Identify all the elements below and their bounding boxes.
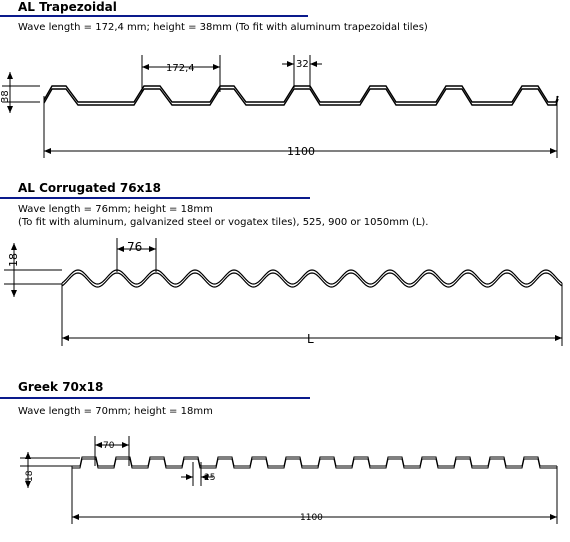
greek-profile-inner: [72, 458, 557, 469]
section-title-trapezoidal: AL Trapezoidal: [18, 0, 117, 14]
corrugated-profile-outer: [61, 269, 563, 285]
section-title-corrugated: AL Corrugated 76x18: [18, 181, 162, 195]
section-description-corrugated: Wave length = 76mm; height = 18mm: [18, 204, 213, 215]
corr-wave-label: 76: [127, 240, 142, 254]
corr-height-label: 18: [7, 253, 20, 267]
greek-profile-outer: [72, 456, 557, 467]
section-rule-trapezoidal: [0, 15, 308, 17]
trap-wave-label: 172,4: [166, 63, 195, 74]
section-description-trapezoidal: Wave length = 172,4 mm; height = 38mm (T…: [18, 22, 428, 33]
trap-height-label: 38: [0, 90, 11, 103]
corrugated-profile-inner: [61, 272, 563, 288]
section-rule-greek: [0, 397, 310, 399]
section-rule-corrugated: [0, 197, 310, 199]
corr-length-label: L: [307, 332, 314, 346]
section-description-greek: Wave length = 70mm; height = 18mm: [18, 406, 213, 417]
trapezoidal-drawing: [43, 85, 559, 106]
trap-top-label: 32: [296, 59, 309, 70]
section-description-corrugated-line2: (To fit with aluminum, galvanized steel …: [18, 217, 429, 228]
section-title-greek: Greek 70x18: [18, 380, 104, 394]
greek-height-label: 18: [25, 470, 35, 482]
greek-wave-label: 70: [103, 441, 115, 451]
greek-rib-label: 25: [204, 473, 215, 483]
greek-length-label: 1100: [300, 513, 323, 523]
trap-length-label: 1100: [287, 145, 315, 158]
